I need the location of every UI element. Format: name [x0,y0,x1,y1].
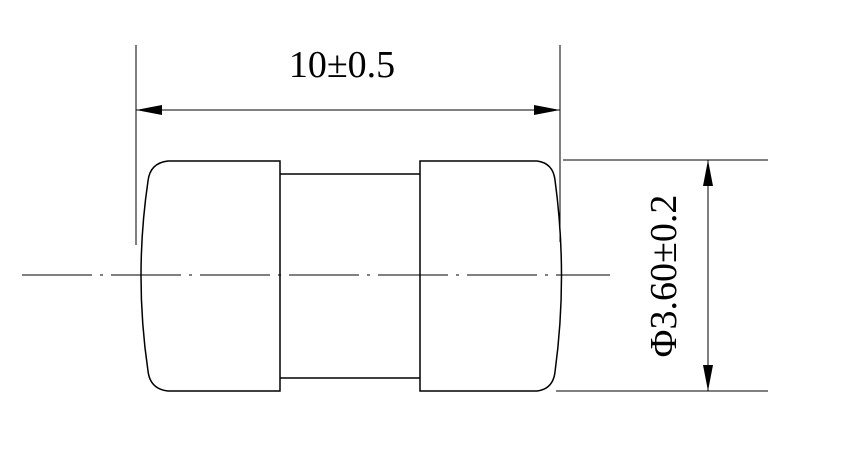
length-arrow-right [534,105,560,115]
diameter-arrow-bottom [703,365,713,391]
right-end-cap [419,160,563,392]
left-end-cap [140,160,281,392]
length-arrow-left [136,105,162,115]
diameter-dimension-label: Φ3.60±0.2 [643,195,685,358]
diameter-arrow-top [703,160,713,186]
length-dimension-label: 10±0.5 [289,44,395,86]
